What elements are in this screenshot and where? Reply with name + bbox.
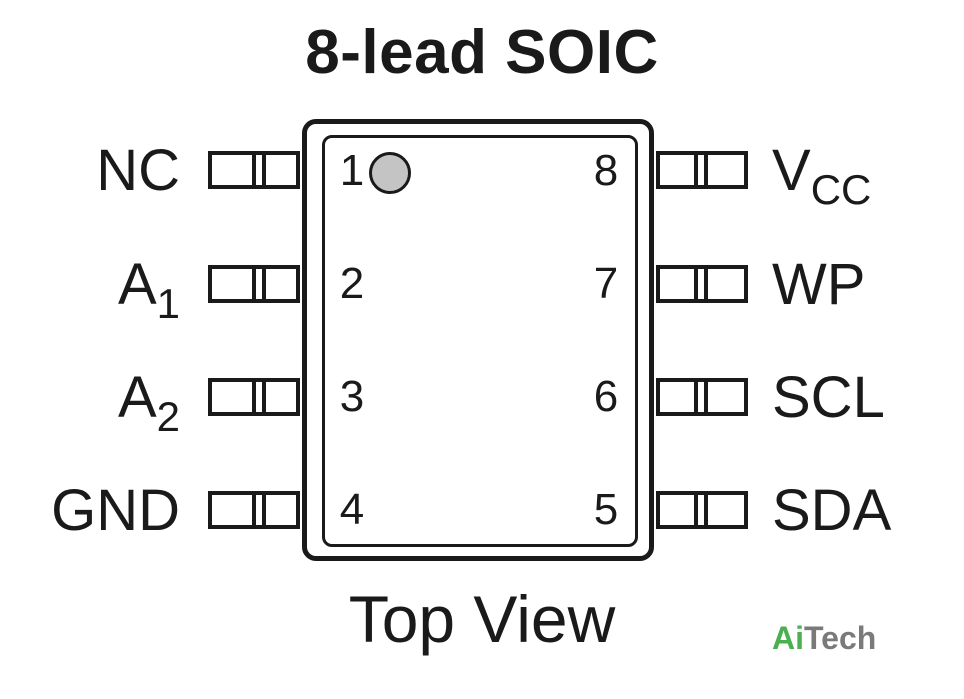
lead-pin-7 xyxy=(656,265,748,303)
lead-pin-5 xyxy=(656,491,748,529)
lead-pin-1 xyxy=(208,151,300,189)
brand-logo: AiTech xyxy=(772,620,877,656)
pin-label-4: GND xyxy=(51,478,180,543)
pin-number-8: 8 xyxy=(593,146,619,195)
view-caption: Top View xyxy=(348,582,616,656)
pin-number-4: 4 xyxy=(339,485,365,534)
pin-number-6: 6 xyxy=(593,372,619,421)
pin-label-7: WP xyxy=(772,252,866,317)
package-body-inner xyxy=(322,135,638,547)
pin-label-5: SDA xyxy=(772,478,892,543)
package-body xyxy=(302,119,654,561)
pin-label-8: VCC xyxy=(772,138,872,213)
pin-label-6: SCL xyxy=(772,365,885,430)
lead-pin-8 xyxy=(656,151,748,189)
pin1-indicator-dot xyxy=(369,152,411,194)
pin-label-1: NC xyxy=(96,138,180,203)
pin-number-7: 7 xyxy=(593,259,619,308)
pin-number-5: 5 xyxy=(593,485,619,534)
lead-pin-2 xyxy=(208,265,300,303)
pin-label-3: A2 xyxy=(117,365,180,440)
lead-pin-4 xyxy=(208,491,300,529)
pin-number-1: 1 xyxy=(339,146,365,195)
lead-pin-6 xyxy=(656,378,748,416)
pin-number-2: 2 xyxy=(339,259,365,308)
pin-label-2: A1 xyxy=(117,252,180,327)
lead-pin-3 xyxy=(208,378,300,416)
pin-number-3: 3 xyxy=(339,372,365,421)
diagram-title: 8-lead SOIC xyxy=(305,18,659,87)
